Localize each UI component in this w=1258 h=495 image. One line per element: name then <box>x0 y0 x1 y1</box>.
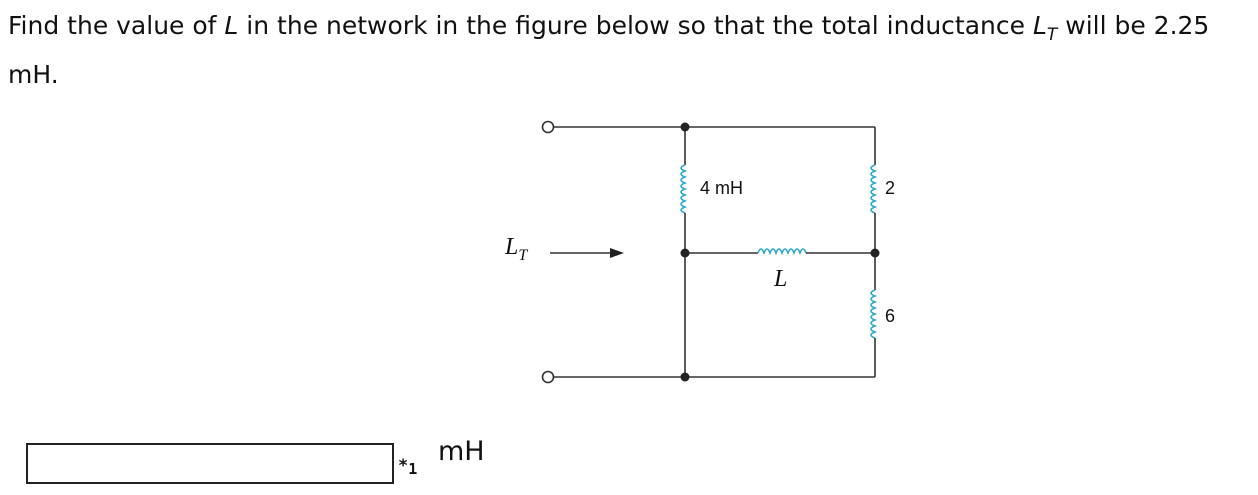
variable-l: L <box>224 11 239 40</box>
terminal-bottom <box>541 370 555 384</box>
inductor-6mh <box>870 289 878 339</box>
inductor-4mh <box>680 164 688 214</box>
label-6mh: 6 mH <box>885 306 900 326</box>
answer-marker: *1 <box>398 456 418 478</box>
junction-dot <box>680 122 690 132</box>
question-text-part: in the network in the figure below so th… <box>238 11 1033 40</box>
variable-lt: LT <box>1032 11 1058 45</box>
inductor-2mh <box>870 164 878 214</box>
question-text-part: will be 2.25 mH. <box>8 11 1210 89</box>
label-2mh: 2 mH <box>885 178 900 198</box>
inductor-l <box>757 248 807 256</box>
junction-dot <box>870 248 880 258</box>
terminal-top <box>541 120 555 134</box>
answer-unit: mH <box>438 436 485 467</box>
label-4mh: 4 mH <box>700 178 743 198</box>
answer-input[interactable] <box>26 443 394 484</box>
question-text-part: Find the value of <box>8 11 225 40</box>
circuit-diagram: 4 mH 2 mH 6 mH L LT <box>504 120 900 384</box>
junction-dot <box>680 372 690 382</box>
label-l: L <box>773 266 787 292</box>
question-text: Find the value of L in the network in th… <box>8 6 1253 95</box>
junction-dot <box>680 248 690 258</box>
arrow-head-icon <box>610 248 624 258</box>
label-lt: LT <box>504 234 528 264</box>
